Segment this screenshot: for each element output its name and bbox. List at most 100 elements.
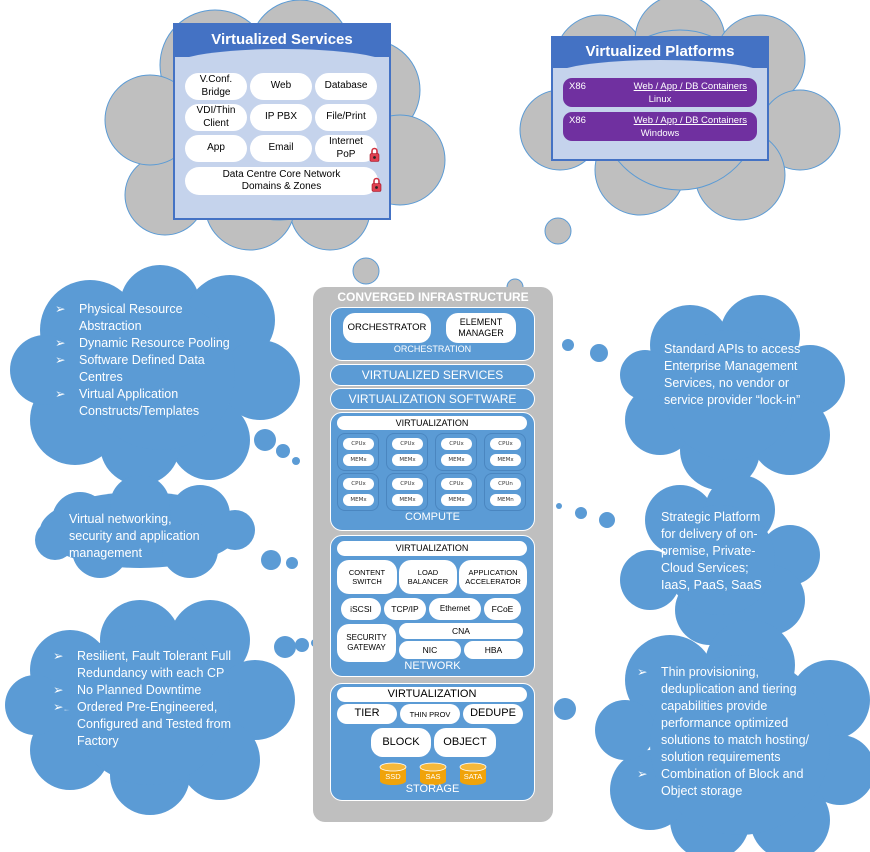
service-pill-1[interactable]: Web — [250, 73, 312, 100]
security-gateway-line1: SECURITY — [346, 633, 387, 643]
abstraction-thought: ➢ Physical Resource Abstraction ➢ Dynamic R… — [55, 301, 245, 420]
core-network-pill[interactable]: Data Centre Core Network Domains & Zones — [185, 167, 378, 195]
orchestration-label: ORCHESTRATION — [393, 344, 472, 354]
virtualization-software-bar[interactable]: VIRTUALIZATION SOFTWARE — [330, 388, 535, 410]
list-item: ➢No Planned Downtime — [53, 682, 253, 699]
networking-thought: Virtual networking, security and applica… — [69, 512, 200, 560]
ethernet-button[interactable]: Ethernet — [429, 598, 481, 620]
service-pill-2[interactable]: Database — [315, 73, 377, 100]
thin-prov-button[interactable]: THIN PROV — [400, 704, 460, 724]
storage-virtualization: VIRTUALIZATION — [337, 687, 527, 702]
thought-dot — [286, 557, 298, 569]
block-button[interactable]: BLOCK — [371, 728, 431, 757]
hba-button[interactable]: HBA — [464, 641, 523, 659]
service-label: PoP — [336, 148, 356, 160]
cloud-storage — [595, 620, 870, 852]
cpu-label: CPUx — [441, 478, 472, 490]
tcpip-button[interactable]: TCP/IP — [384, 598, 426, 620]
bullet-arrow-icon: ➢ — [55, 353, 66, 367]
service-pill-4[interactable]: IP PBX — [250, 104, 312, 131]
disk-sata: SATA — [459, 762, 487, 786]
application-accelerator-button[interactable]: APPLICATION ACCELERATOR — [459, 560, 527, 594]
mem-label: MEMx — [343, 454, 374, 466]
service-label: Database — [324, 80, 368, 92]
tier-button[interactable]: TIER — [337, 704, 397, 724]
thought-dot — [352, 257, 380, 285]
apis-thought: Standard APIs to access Enterprise Manag… — [664, 342, 801, 407]
service-pill-6[interactable]: App — [185, 135, 247, 162]
dedupe-button[interactable]: DEDUPE — [463, 704, 523, 724]
list-item: ➢Software Defined Data Centres — [55, 352, 245, 386]
disk-ssd: SSD — [379, 762, 407, 786]
padlock-icon — [371, 177, 382, 192]
list-item-text: Virtual Application Constructs/Templates — [79, 387, 200, 418]
platform-link[interactable]: Web / App / DB Containers — [633, 115, 747, 126]
cpu-label: CPUx — [392, 438, 423, 450]
element-manager-button[interactable]: ELEMENT MANAGER — [446, 313, 516, 343]
nic-button[interactable]: NIC — [399, 641, 461, 659]
thought-dot — [261, 550, 281, 570]
object-button[interactable]: OBJECT — [434, 728, 496, 757]
thought-dot — [292, 457, 300, 465]
platform-os: Windows — [640, 128, 680, 139]
compute-label: COMPUTE — [405, 511, 460, 523]
compute-virtualization: VIRTUALIZATION — [337, 416, 527, 430]
orchestrator-button[interactable]: ORCHESTRATOR — [343, 313, 431, 343]
cloud-apis — [620, 295, 845, 490]
cna-button[interactable]: CNA — [399, 623, 523, 639]
ci-title: CONVERGED INFRASTRUCTURE — [337, 290, 529, 304]
storage-label: STORAGE — [405, 783, 460, 795]
resilience-list: ➢ Resilient, Fault Tolerant Full Redundan… — [53, 648, 253, 750]
list-item-text: Dynamic Resource Pooling — [79, 336, 230, 350]
storage-thought-list: ➢Thin provisioning, deduplication and ti… — [637, 664, 822, 800]
fcoe-button[interactable]: FCoE — [484, 598, 521, 620]
core-network-line2: Domains & Zones — [241, 181, 322, 192]
service-label: File/Print — [326, 111, 366, 123]
bullet-arrow-icon: ➢ — [53, 649, 64, 663]
content-switch-button[interactable]: CONTENT SWITCH — [337, 560, 397, 594]
service-label: App — [207, 142, 225, 154]
service-pill-7[interactable]: Email — [250, 135, 312, 162]
thought-dot — [274, 636, 296, 658]
cpu-label: CPUx — [441, 438, 472, 450]
thought-dot — [295, 638, 309, 652]
list-item-text: Combination of Block and Object storage — [661, 767, 804, 798]
list-item-text: Resilient, Fault Tolerant Full Redundanc… — [77, 649, 232, 680]
service-pill-0[interactable]: V.Conf.Bridge — [185, 73, 247, 100]
thought-dot — [556, 503, 562, 509]
service-label: Internet — [329, 136, 363, 147]
platform-link[interactable]: Web / App / DB Containers — [633, 81, 747, 92]
service-label: Web — [270, 80, 292, 92]
network-virtualization: VIRTUALIZATION — [337, 541, 527, 556]
list-item-text: Thin provisioning, deduplication and tie… — [661, 665, 809, 764]
iscsi-button[interactable]: iSCSI — [341, 598, 381, 620]
mem-label: MEMn — [490, 494, 521, 506]
disk-label: SAS — [425, 772, 441, 781]
virtualized-platforms-title: Virtualized Platforms — [553, 38, 767, 76]
thought-dot — [554, 698, 576, 720]
list-item-text: Physical Resource Abstraction — [79, 302, 183, 333]
load-balancer-button[interactable]: LOAD BALANCER — [399, 560, 457, 594]
service-label: IP PBX — [264, 111, 298, 123]
security-gateway-button[interactable]: SECURITY GATEWAY — [337, 624, 396, 662]
virtualized-services-bar[interactable]: VIRTUALIZED SERVICES — [330, 364, 535, 386]
service-label: VDI/Thin — [196, 105, 236, 116]
service-pill-5[interactable]: File/Print — [315, 104, 377, 131]
converged-infrastructure: CONVERGED INFRASTRUCTURE ORCHESTRATOR EL… — [313, 287, 553, 822]
network-block: VIRTUALIZATION CONTENT SWITCH LOAD BALAN… — [330, 535, 535, 677]
bullet-arrow-icon: ➢ — [55, 336, 66, 350]
virtualization-software-bar-label: VIRTUALIZATION SOFTWARE — [348, 392, 517, 406]
